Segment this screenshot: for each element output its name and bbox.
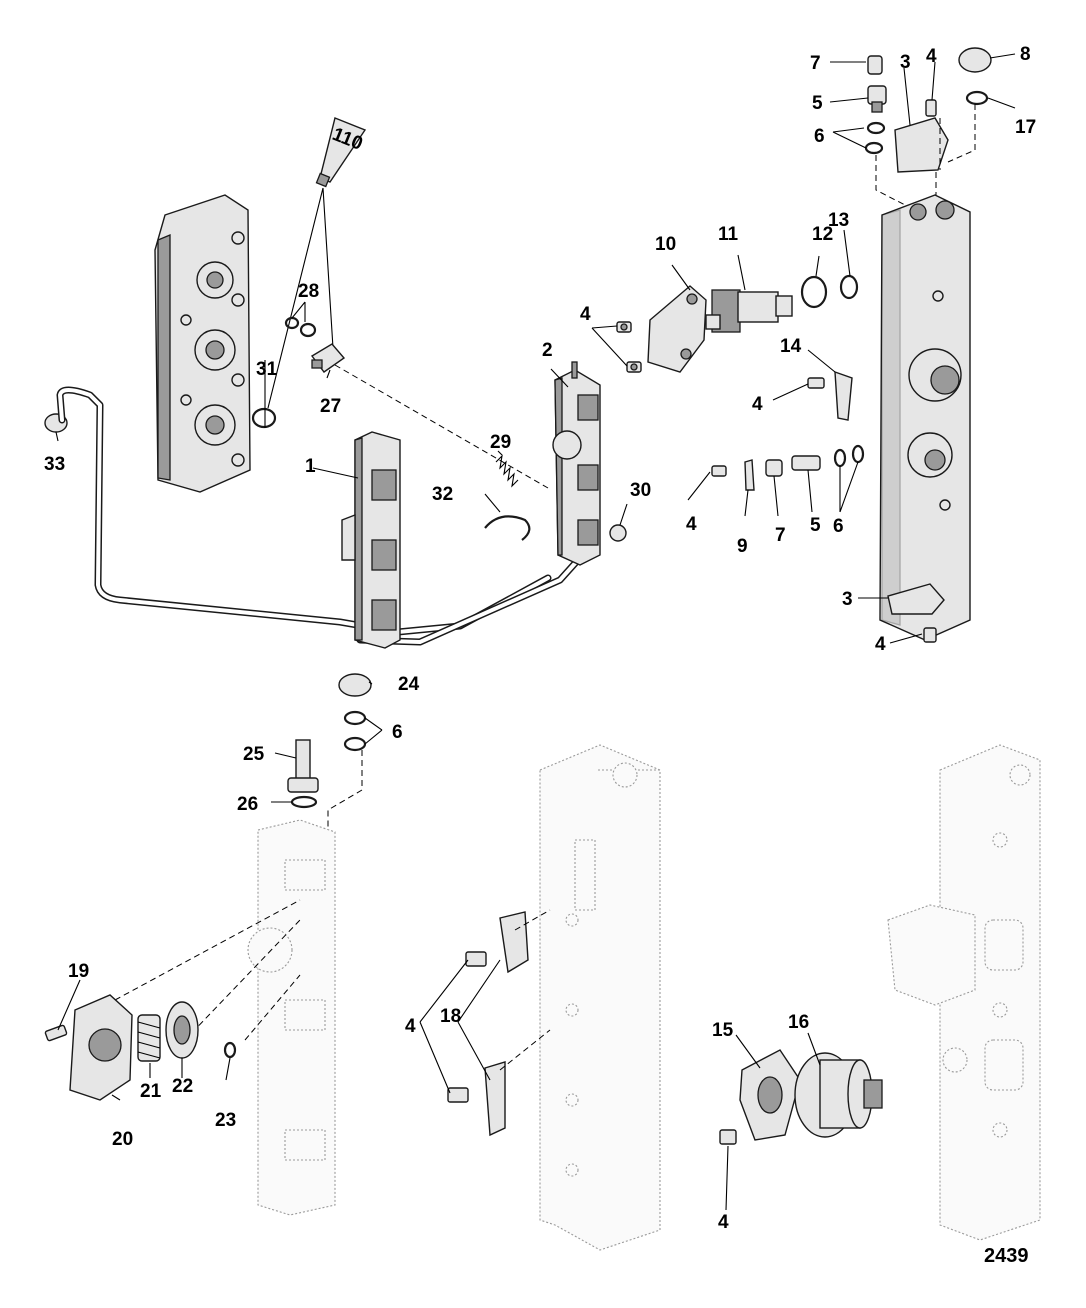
callout-16: 16 bbox=[788, 1012, 809, 1033]
bolt-4-h bbox=[719, 1129, 737, 1145]
callout-6-top: 6 bbox=[814, 126, 825, 147]
callout-7-top: 7 bbox=[810, 53, 821, 74]
callout-31: 31 bbox=[256, 359, 278, 380]
bracket-3-top bbox=[894, 117, 949, 173]
callout-21: 21 bbox=[140, 1081, 162, 1102]
clip-9 bbox=[744, 459, 755, 491]
callout-24: 24 bbox=[398, 674, 420, 695]
fuel-rail-2 bbox=[552, 361, 601, 566]
callout-10: 10 bbox=[655, 234, 676, 255]
bracket-14 bbox=[834, 370, 853, 421]
o-ring-12 bbox=[800, 275, 828, 309]
callout-2: 2 bbox=[542, 340, 553, 361]
fuel-block-upper bbox=[879, 194, 971, 641]
fuel-block-lower-left bbox=[247, 819, 336, 1216]
bolt-4-e bbox=[923, 627, 937, 643]
o-ring-17 bbox=[965, 90, 989, 106]
callout-17: 17 bbox=[1015, 117, 1036, 138]
callout-18: 18 bbox=[440, 1006, 461, 1027]
bracket-3-bottom bbox=[887, 583, 945, 615]
bolt-4-b bbox=[626, 361, 642, 373]
callout-25: 25 bbox=[243, 744, 265, 765]
fuel-block-lower-middle bbox=[539, 744, 661, 1251]
callout-33: 33 bbox=[44, 454, 65, 475]
bracket-18-upper bbox=[499, 911, 529, 974]
callout-12: 12 bbox=[812, 224, 833, 245]
callout-3-bottom: 3 bbox=[842, 589, 853, 610]
plug-30 bbox=[609, 524, 627, 542]
cover-plate bbox=[154, 194, 251, 493]
callout-15: 15 bbox=[712, 1020, 734, 1041]
cover-20 bbox=[69, 994, 133, 1101]
callout-26: 26 bbox=[237, 794, 258, 815]
callout-19: 19 bbox=[68, 961, 89, 982]
fitting-25 bbox=[287, 739, 319, 793]
cap-24 bbox=[338, 673, 372, 697]
callout-4-d: 4 bbox=[686, 514, 697, 535]
callout-1: 1 bbox=[305, 456, 316, 477]
bolt-4-f bbox=[465, 951, 487, 967]
callout-4-a: 4 bbox=[580, 304, 591, 325]
bracket-15 bbox=[739, 1049, 801, 1141]
callout-5-mid: 5 bbox=[810, 515, 821, 536]
fitting-7-mid bbox=[765, 459, 783, 477]
washer-31 bbox=[251, 407, 277, 429]
diaphragm-22 bbox=[165, 1001, 199, 1059]
callout-9: 9 bbox=[737, 536, 748, 557]
callout-27: 27 bbox=[320, 396, 341, 417]
fitting-5-top bbox=[867, 85, 887, 113]
bolt-4-top bbox=[925, 99, 937, 117]
bracket-10 bbox=[647, 285, 707, 373]
callout-3-top: 3 bbox=[900, 52, 911, 73]
figure-number: 2439 bbox=[984, 1245, 1029, 1267]
callout-6-mid: 6 bbox=[833, 516, 844, 537]
injector-11 bbox=[705, 289, 793, 333]
o-ring-13 bbox=[839, 274, 859, 300]
callout-7-mid: 7 bbox=[775, 525, 786, 546]
bolt-19 bbox=[44, 1024, 68, 1042]
callout-22: 22 bbox=[172, 1076, 193, 1097]
callout-20: 20 bbox=[112, 1129, 133, 1150]
bolt-4-c bbox=[807, 377, 825, 389]
o-ring-23 bbox=[223, 1041, 237, 1059]
bolt-4-g bbox=[447, 1087, 469, 1103]
bolt-4-d bbox=[711, 465, 727, 477]
callout-29: 29 bbox=[490, 432, 511, 453]
callout-4-e: 4 bbox=[875, 634, 886, 655]
callout-6-lower: 6 bbox=[392, 722, 403, 743]
callout-32: 32 bbox=[432, 484, 453, 505]
callout-28: 28 bbox=[298, 281, 319, 302]
callout-30: 30 bbox=[630, 480, 651, 501]
bolt-4-a bbox=[616, 321, 632, 333]
fitting-5-mid bbox=[791, 455, 821, 471]
regulator-16 bbox=[794, 1052, 883, 1138]
cap-8 bbox=[958, 47, 992, 73]
callout-8: 8 bbox=[1020, 44, 1031, 65]
o-ring-26 bbox=[290, 795, 318, 809]
callout-4-b: 4 bbox=[926, 46, 937, 67]
fuel-rail-1 bbox=[341, 431, 401, 649]
callout-4-f: 4 bbox=[405, 1016, 416, 1037]
callout-5-top: 5 bbox=[812, 93, 823, 114]
bracket-18-lower bbox=[484, 1061, 506, 1137]
clip-32 bbox=[484, 515, 531, 541]
sensor-27 bbox=[310, 343, 346, 373]
callout-13: 13 bbox=[828, 210, 849, 231]
fitting-7-top bbox=[867, 55, 883, 75]
sealant-tube: 110 bbox=[315, 117, 367, 188]
spring-21 bbox=[137, 1014, 161, 1062]
callout-23: 23 bbox=[215, 1110, 236, 1131]
fuel-block-lower-right bbox=[887, 744, 1041, 1241]
spring-29 bbox=[495, 454, 519, 488]
callout-4-g: 4 bbox=[718, 1212, 729, 1233]
callout-14: 14 bbox=[780, 336, 802, 357]
callout-4-c: 4 bbox=[752, 394, 763, 415]
callout-11: 11 bbox=[718, 224, 739, 245]
